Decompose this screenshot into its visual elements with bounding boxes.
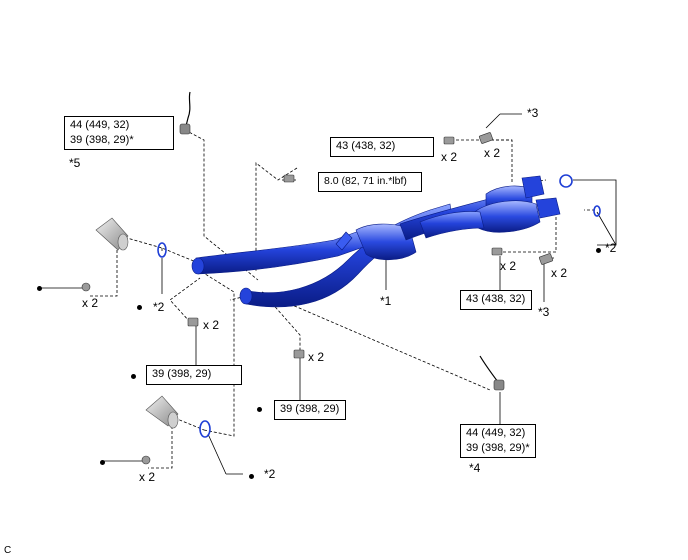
- callout-gasket-right: *2: [605, 241, 617, 255]
- torque-box-bolt-center: 8.0 (82, 71 in.*lbf): [318, 172, 422, 192]
- bullet-dot: [131, 374, 136, 379]
- callout-stud-lower: *3: [538, 305, 550, 319]
- torque-value: 43 (438, 32): [336, 140, 396, 152]
- bullet-dot: [596, 248, 601, 253]
- callout-stud-upper: *3: [527, 106, 539, 120]
- torque-box-sensor-lower: 44 (449, 32) 39 (398, 29)*: [460, 424, 536, 458]
- sensor-bodies: [179, 123, 505, 391]
- torque-box-nut-lower: 43 (438, 32): [460, 290, 532, 310]
- manifold-stubs: [95, 217, 179, 429]
- qty-nut-upper: x 2: [441, 150, 458, 164]
- callout-sensor-upper: *5: [69, 156, 81, 170]
- callout-gasket-left-upper: *2: [153, 300, 165, 314]
- callout-pipe: *1: [380, 294, 392, 308]
- torque-value: 44 (449, 32): [466, 427, 526, 439]
- torque-value: 39 (398, 29)*: [70, 134, 134, 146]
- bullet-dot: [37, 286, 42, 291]
- torque-box-sensor-upper: 44 (449, 32) 39 (398, 29)*: [64, 116, 174, 150]
- y-pipe: [191, 175, 561, 308]
- fasteners: [81, 132, 554, 465]
- qty-nut-left-upper: x 2: [82, 296, 99, 310]
- torque-value: 43 (438, 32): [466, 293, 526, 305]
- callout-gasket-left-lower: *2: [264, 467, 276, 481]
- torque-value: 39 (398, 29): [152, 368, 212, 380]
- torque-box-nut-upper: 43 (438, 32): [330, 137, 434, 157]
- qty-stud-upper: x 2: [484, 146, 501, 160]
- bullet-dot: [100, 460, 105, 465]
- bullet-dot: [137, 305, 142, 310]
- bullet-dot: [257, 407, 262, 412]
- qty-bolt-center: x 2: [308, 350, 325, 364]
- torque-box-bolt-left: 39 (398, 29): [146, 365, 242, 385]
- torque-value: 8.0 (82, 71 in.*lbf): [324, 175, 407, 187]
- torque-value: 44 (449, 32): [70, 119, 130, 131]
- solid-leaders: [38, 113, 617, 475]
- qty-nut-left-lower: x 2: [139, 470, 156, 484]
- figure-code: C: [4, 545, 12, 556]
- torque-value: 39 (398, 29)*: [466, 442, 530, 454]
- callout-sensor-lower: *4: [469, 461, 481, 475]
- qty-bolt-left: x 2: [203, 318, 220, 332]
- gaskets: [157, 174, 601, 438]
- qty-nut-lower: x 2: [500, 259, 517, 273]
- qty-stud-lower: x 2: [551, 266, 568, 280]
- bullet-dot: [249, 474, 254, 479]
- torque-box-bolt-center-lower: 39 (398, 29): [274, 400, 346, 420]
- torque-value: 39 (398, 29): [280, 403, 340, 415]
